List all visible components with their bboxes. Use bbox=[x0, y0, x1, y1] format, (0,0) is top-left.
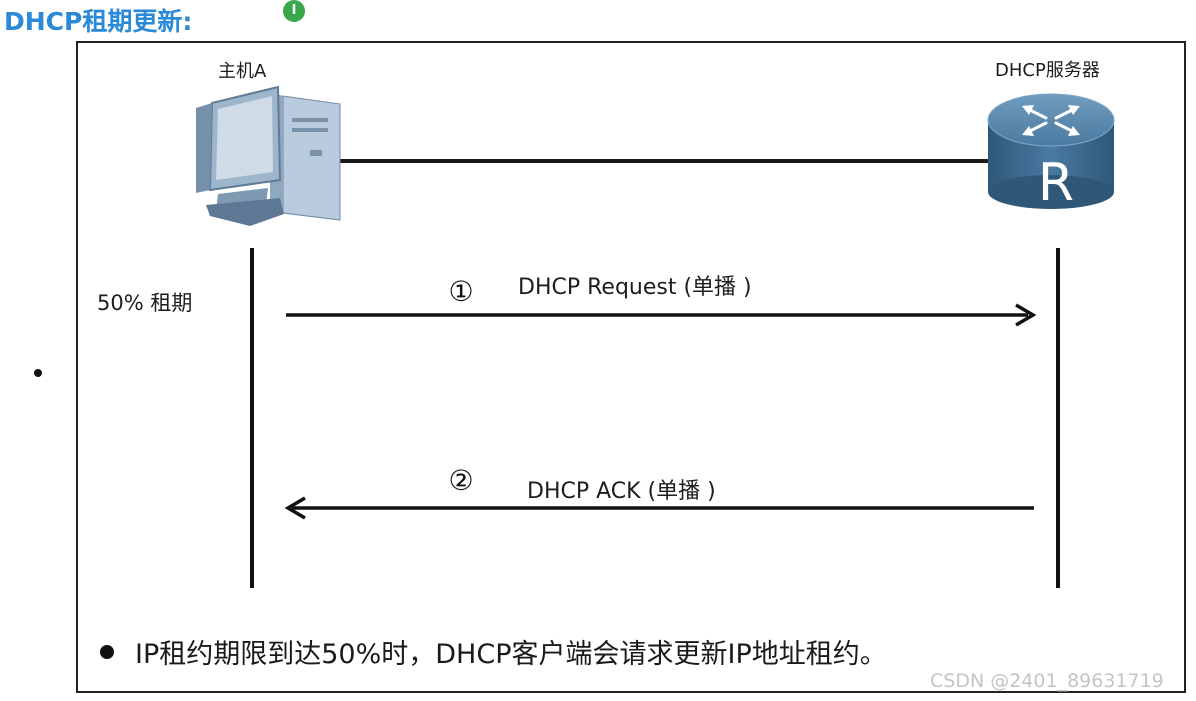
server-label: DHCP服务器 bbox=[995, 60, 1100, 81]
ack-message-label: DHCP ACK (单播 ) bbox=[527, 479, 716, 504]
router-letter: R bbox=[1038, 153, 1074, 213]
lease-label: 50% 租期 bbox=[97, 291, 193, 315]
ack-arrow bbox=[284, 496, 1034, 520]
router-icon: R bbox=[987, 93, 1115, 213]
page-title: DHCP租期更新: bbox=[4, 7, 193, 36]
footnote-text: IP租约期限到达50%时，DHCP客户端会请求更新IP地址租约。 bbox=[135, 639, 887, 670]
footnote-bullet bbox=[100, 645, 114, 659]
step-number-1: ① bbox=[448, 275, 474, 308]
desktop-computer-icon bbox=[196, 85, 341, 226]
cursor-marker-icon: I bbox=[283, 0, 305, 22]
request-message-label: DHCP Request (单播 ) bbox=[518, 275, 752, 300]
bullet-point bbox=[34, 369, 42, 377]
step-number-2: ② bbox=[448, 464, 474, 497]
watermark: CSDN @2401_89631719 bbox=[930, 670, 1164, 692]
host-label: 主机A bbox=[218, 61, 267, 82]
request-arrow bbox=[286, 303, 1037, 327]
